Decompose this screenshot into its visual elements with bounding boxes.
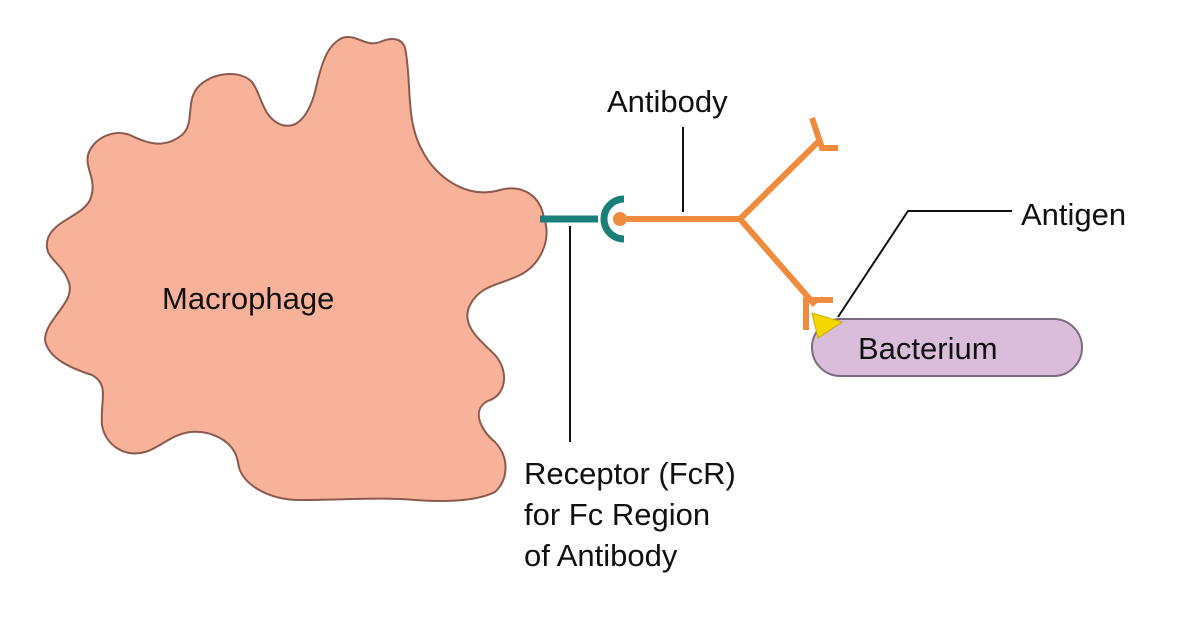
receptor-label-line-2: for Fc Region xyxy=(524,497,711,532)
receptor-cup xyxy=(600,195,625,243)
antibody-label: Antibody xyxy=(607,84,728,119)
bacterium-label: Bacterium xyxy=(858,331,998,366)
receptor-label-line-1: Receptor (FcR) xyxy=(524,456,736,491)
antibody-lower-fab xyxy=(803,297,833,330)
antigen-label: Antigen xyxy=(1021,197,1127,232)
macrophage-label: Macrophage xyxy=(162,281,335,316)
receptor-label-line-3: of Antibody xyxy=(524,538,678,573)
bacterium-body xyxy=(811,318,1083,377)
leader-line-antigen xyxy=(837,210,1012,318)
antigen-triangle xyxy=(811,312,844,339)
receptor-label: Receptor (FcR) for Fc Region of Antibody xyxy=(524,453,736,576)
antibody-upper-fab xyxy=(809,117,838,151)
antibody-lower-arm xyxy=(737,217,818,307)
antibody-fc-dot xyxy=(613,212,627,226)
macrophage-cell xyxy=(43,35,548,503)
antibody-upper-arm xyxy=(737,137,823,222)
